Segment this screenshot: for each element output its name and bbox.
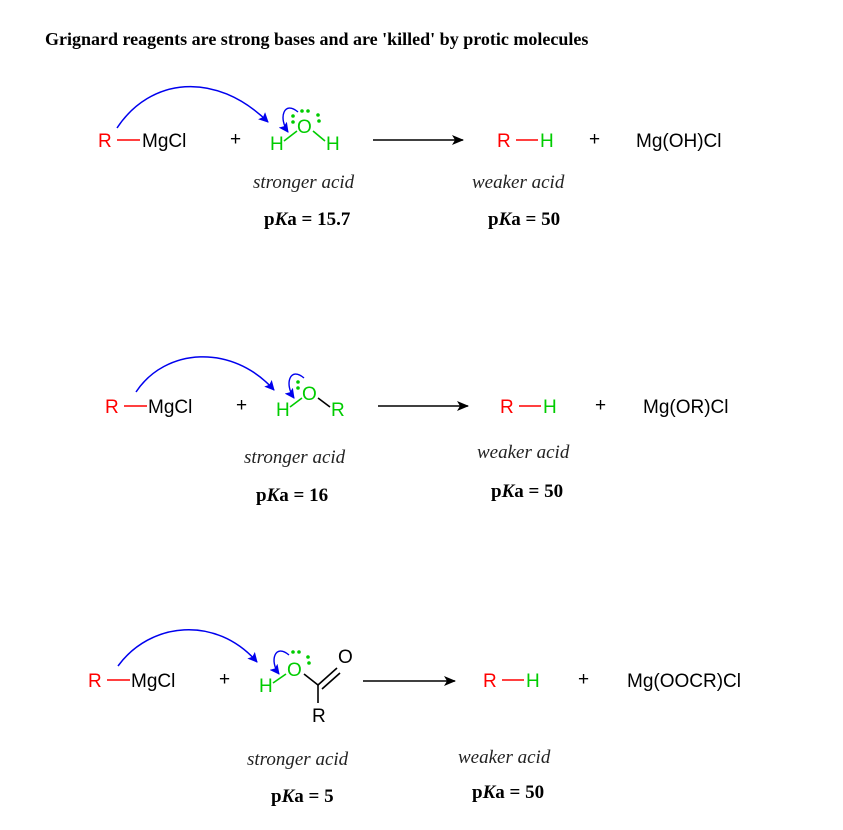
pka-right: pKa = 50 [488,209,560,230]
acid-h-atom: H [259,676,273,697]
reaction-3: R MgCl + H O O R R H + Mg(OOCR)Cl strong… [88,629,741,807]
plus-sign: + [595,395,606,416]
byproduct-salt: Mg(OOCR)Cl [627,671,741,692]
plus-sign: + [230,129,241,150]
pka-left: pKa = 16 [256,485,328,506]
mgcl-label: MgCl [131,671,175,692]
mgcl-label: MgCl [142,131,186,152]
pka-left: pKa = 5 [271,786,334,807]
weaker-acid-label: weaker acid [477,442,570,463]
stronger-acid-label: stronger acid [244,447,346,468]
r-group: R [98,131,112,152]
pka-left: pKa = 15.7 [264,209,351,230]
r-group: R [88,671,102,692]
oxygen-atom: O [297,117,312,138]
reaction-2: R MgCl + H O R R H + Mg(OR)Cl stronger a… [105,356,729,506]
c-o-double-bond [317,667,338,686]
r-group: R [105,397,119,418]
plus-sign: + [578,669,589,690]
lone-pair-dots [296,380,300,390]
weaker-acid-label: weaker acid [472,172,565,193]
weaker-acid-label: weaker acid [458,747,551,768]
alkyl-r: R [312,706,326,727]
plus-sign: + [236,395,247,416]
curved-arrow-icon [117,629,258,667]
curved-arrow-icon [284,373,305,399]
curved-arrow-icon [116,85,269,129]
curved-arrow-icon [278,107,299,133]
acid-h-atom: H [276,400,290,421]
second-h-atom: H [326,134,340,155]
curved-arrow-icon [135,356,275,393]
stronger-acid-label: stronger acid [247,749,349,770]
product-h: H [540,131,554,152]
o-h-bond [312,130,326,142]
carbonyl-oxygen: O [338,647,353,668]
o-c-bond [303,673,319,686]
page-title: Grignard reagents are strong bases and a… [45,29,588,49]
product-r: R [483,671,497,692]
product-h: H [543,397,557,418]
product-r: R [497,131,511,152]
pka-right: pKa = 50 [472,782,544,803]
oxygen-atom: O [302,384,317,405]
reaction-1: R MgCl + H O H R H + Mg(OH)Cl stronger a… [98,85,722,230]
product-h: H [526,671,540,692]
byproduct-salt: Mg(OR)Cl [643,397,729,418]
pka-right: pKa = 50 [491,481,563,502]
oxygen-atom: O [287,660,302,681]
alkyl-r: R [331,400,345,421]
stronger-acid-label: stronger acid [253,172,355,193]
curved-arrow-icon [269,650,290,675]
lone-pair-dots [291,109,321,124]
h-o-bond [283,130,298,142]
acid-h-atom: H [270,134,284,155]
c-o-double-bond [321,672,341,690]
h-o-bond [272,673,287,684]
o-r-bond [317,397,331,408]
plus-sign: + [589,129,600,150]
lone-pair-dots [291,650,311,665]
plus-sign: + [219,669,230,690]
mgcl-label: MgCl [148,397,192,418]
h-o-bond [289,397,303,408]
product-r: R [500,397,514,418]
byproduct-salt: Mg(OH)Cl [636,131,722,152]
